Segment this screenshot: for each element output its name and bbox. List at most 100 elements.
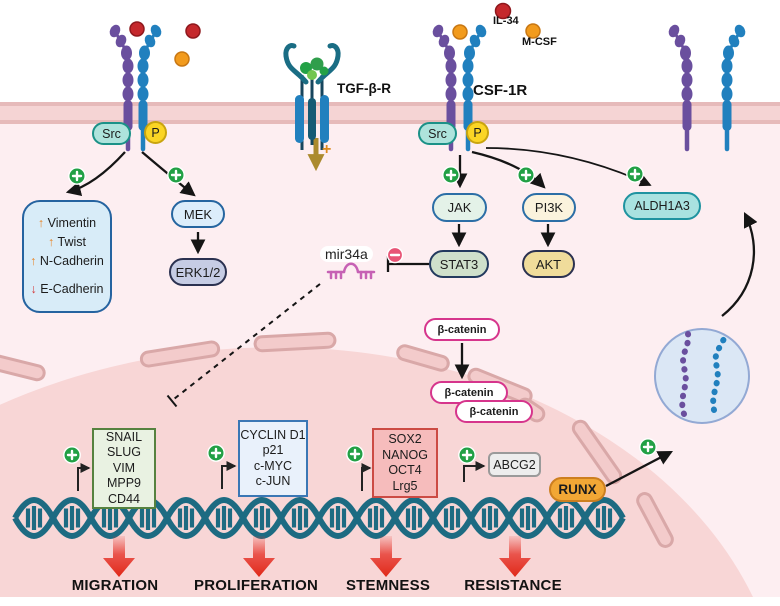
emt-item: ↑ N-Cadherin bbox=[30, 252, 104, 271]
outcome-arrows bbox=[103, 536, 531, 577]
plus-icon bbox=[62, 445, 82, 465]
receptors bbox=[108, 23, 748, 150]
src-kinase-left: Src bbox=[92, 122, 131, 145]
outcome-resistance: RESISTANCE bbox=[464, 577, 562, 594]
emt-item-label: Twist bbox=[57, 235, 86, 249]
emt-item-label: N-Cadherin bbox=[39, 254, 104, 268]
plus-icon bbox=[638, 437, 658, 457]
mir34a-label: mir34a bbox=[325, 246, 368, 262]
src-label: Src bbox=[428, 126, 447, 141]
il34-dot bbox=[129, 21, 145, 37]
akt-node: AKT bbox=[522, 250, 575, 278]
promoter-arrow-abcg2 bbox=[463, 461, 486, 482]
emt-item: ↓ E-Cadherin bbox=[31, 280, 104, 299]
arrow-csf1r-to-aldh1a3 bbox=[485, 147, 652, 187]
mcsf-dot bbox=[174, 51, 190, 67]
aldh1a3-node: ALDH1A3 bbox=[623, 192, 701, 220]
outcome-stemness: STEMNESS bbox=[345, 577, 431, 594]
plus-icon bbox=[206, 443, 226, 463]
gene-label: NANOG bbox=[382, 447, 428, 462]
plus-icon bbox=[625, 164, 645, 184]
src-label: Src bbox=[102, 126, 121, 141]
abcg2-node: ABCG2 bbox=[488, 452, 541, 477]
ligands-art bbox=[129, 2, 541, 67]
runx-label: RUNX bbox=[558, 482, 597, 497]
gene-label: SLUG bbox=[106, 445, 142, 460]
src-kinase-right: Src bbox=[418, 122, 457, 145]
emt-item-label: E-Cadherin bbox=[40, 282, 104, 296]
il34-label: IL-34 bbox=[493, 15, 519, 27]
vesicle-receptor-purple bbox=[679, 331, 692, 417]
outcome-migration: MIGRATION bbox=[71, 577, 159, 594]
plus-icon bbox=[441, 165, 461, 185]
mcsf-label: M-CSF bbox=[522, 36, 557, 48]
mek-label: MEK bbox=[183, 206, 213, 222]
erk-node: ERK1/2 bbox=[169, 258, 227, 286]
tgfbr-label: TGF-β-R bbox=[337, 81, 391, 96]
plus-icon bbox=[67, 166, 87, 186]
outcome-proliferation: PROLIFERATION bbox=[194, 577, 318, 594]
right-receptor-purple bbox=[667, 23, 693, 149]
migration-genes-box: SNAIL SLUG VIM MPP9 CD44 bbox=[92, 428, 156, 509]
gene-label: SNAIL bbox=[105, 429, 143, 444]
gene-label: c-MYC bbox=[253, 458, 293, 473]
tgf-plus-sign: + bbox=[322, 141, 332, 158]
mir34a-hairpin bbox=[326, 262, 376, 280]
beta-catenin-cytoplasm: β-catenin bbox=[424, 318, 500, 341]
jak-node: JAK bbox=[432, 193, 487, 222]
stemness-genes-box: SOX2 NANOG OCT4 Lrg5 bbox=[372, 428, 438, 498]
arrow-src-to-emt bbox=[65, 151, 126, 197]
il34-dot bbox=[494, 2, 512, 20]
tgfbr-receptor bbox=[283, 43, 341, 150]
arrow-runx-to-vesicle bbox=[605, 450, 673, 488]
up-arrow-icon: ↑ bbox=[37, 216, 45, 230]
cell-membrane bbox=[0, 102, 780, 124]
mcsf-dot bbox=[525, 23, 541, 39]
receptor-vesicle bbox=[654, 328, 750, 424]
gene-label: VIM bbox=[112, 460, 136, 475]
beta-catenin-label: β-catenin bbox=[469, 405, 519, 418]
stat3-node: STAT3 bbox=[429, 250, 489, 278]
stat3-label: STAT3 bbox=[439, 256, 479, 272]
minus-icon bbox=[386, 246, 404, 264]
beta-catenin-nuclear-2: β-catenin bbox=[455, 400, 533, 423]
proliferation-arrow bbox=[243, 536, 275, 577]
gene-label: MPP9 bbox=[106, 476, 142, 491]
resistance-arrow bbox=[499, 536, 531, 577]
p-label: P bbox=[151, 125, 160, 140]
promoter-arrow-stemness bbox=[361, 463, 372, 491]
promoter-arrows bbox=[77, 461, 486, 491]
promoter-arrow-migration bbox=[77, 463, 91, 491]
right-receptor-blue bbox=[722, 23, 748, 149]
bottom-margin bbox=[0, 597, 780, 606]
emt-item: ↑ Twist bbox=[48, 233, 86, 252]
jak-label: JAK bbox=[447, 200, 472, 215]
tbar-genes bbox=[166, 394, 178, 408]
down-arrow-icon: ↓ bbox=[30, 282, 37, 296]
arrow-csf1r-to-pi3k bbox=[471, 150, 546, 189]
mir34a-dashed-inhibition bbox=[173, 283, 321, 400]
il34-dot bbox=[185, 23, 201, 39]
plus-icon bbox=[166, 165, 186, 185]
erk-label: ERK1/2 bbox=[175, 264, 221, 280]
mir34a-node: mir34a bbox=[320, 246, 373, 262]
abcg2-label: ABCG2 bbox=[493, 457, 536, 472]
up-arrow-icon: ↑ bbox=[48, 235, 55, 249]
csf1r-label: CSF-1R bbox=[473, 82, 528, 99]
phospho-right: P bbox=[466, 121, 489, 144]
promoter-arrow-proliferation bbox=[221, 461, 237, 489]
beta-catenin-label: β-catenin bbox=[444, 386, 494, 399]
pi3k-node: PI3K bbox=[522, 193, 576, 222]
gene-label: CYCLIN D1 bbox=[240, 427, 306, 442]
akt-label: AKT bbox=[535, 256, 562, 272]
plus-icon bbox=[457, 445, 477, 465]
phospho-left: P bbox=[144, 121, 167, 144]
gene-label: CD44 bbox=[108, 491, 140, 506]
pi3k-label: PI3K bbox=[534, 200, 564, 215]
aldh1a3-label: ALDH1A3 bbox=[634, 199, 690, 213]
gene-label: OCT4 bbox=[388, 463, 422, 477]
plus-icon bbox=[516, 165, 536, 185]
vesicle-receptor-blue bbox=[710, 329, 729, 413]
